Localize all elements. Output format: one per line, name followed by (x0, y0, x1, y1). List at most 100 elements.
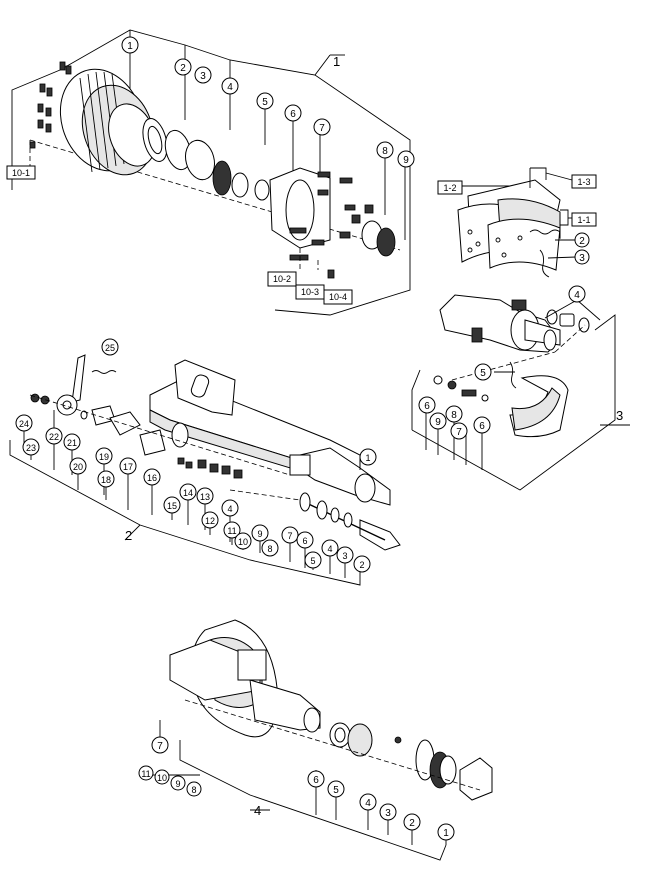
svg-text:1: 1 (127, 41, 133, 52)
svg-text:6: 6 (424, 401, 430, 412)
svg-text:7: 7 (157, 741, 163, 752)
callout-a3-6a: 6 (418, 396, 436, 414)
svg-text:23: 23 (26, 443, 36, 453)
callout-a2-8: 8 (261, 539, 279, 557)
callout-a2-6: 6 (296, 531, 314, 549)
svg-text:4: 4 (327, 544, 332, 554)
svg-text:10-4: 10-4 (329, 292, 347, 302)
svg-text:1-1: 1-1 (577, 215, 590, 225)
callout-a2-10: 10 (234, 532, 252, 550)
svg-text:5: 5 (480, 368, 486, 379)
ref-tag-10-3: 10-3 (295, 284, 325, 300)
svg-text:19: 19 (99, 452, 109, 462)
wheel-studs (29, 61, 72, 149)
svg-text:2: 2 (359, 560, 364, 570)
svg-text:18: 18 (101, 475, 111, 485)
svg-text:6: 6 (313, 775, 319, 786)
svg-text:11: 11 (227, 526, 236, 536)
svg-text:8: 8 (267, 544, 272, 554)
ref-tag-10-4: 10-4 (323, 289, 353, 305)
assembly-3-brake: 1-2 1-3 1-1 2 3 (411, 167, 630, 491)
svg-text:13: 13 (200, 492, 210, 502)
assembly-4-spindle: 4 11 10 9 8 7 6 5 4 3 2 1 (138, 619, 493, 861)
callout-a3-3: 3 (574, 249, 590, 265)
svg-text:22: 22 (49, 432, 59, 442)
svg-text:10-3: 10-3 (301, 287, 319, 297)
svg-text:11: 11 (141, 769, 150, 779)
ref-tag-1-3: 1-3 (571, 174, 597, 189)
ref-tag-1-2: 1-2 (437, 180, 463, 195)
callout-a1-7: 7 (313, 118, 331, 136)
callout-a2-1: 1 (359, 448, 377, 466)
callout-a3-6b: 6 (473, 416, 491, 434)
svg-text:14: 14 (183, 488, 193, 498)
callout-a1-9: 9 (397, 150, 415, 168)
svg-text:3: 3 (200, 71, 206, 82)
svg-text:16: 16 (147, 473, 157, 483)
svg-text:21: 21 (67, 438, 77, 448)
callout-a2-23: 23 (22, 438, 40, 456)
callout-a4-11: 11 (138, 765, 154, 781)
svg-text:9: 9 (435, 417, 441, 428)
callout-a2-19: 19 (95, 447, 113, 465)
callout-a2-3: 3 (336, 546, 354, 564)
callout-a2-18: 18 (97, 470, 115, 488)
svg-text:8: 8 (191, 785, 196, 795)
callout-a2-7: 7 (281, 526, 299, 544)
callout-a2-20: 20 (69, 457, 87, 475)
callout-a2-16: 16 (143, 468, 161, 486)
callout-a2-13: 13 (196, 487, 214, 505)
callout-a2-11: 11 (223, 521, 241, 539)
svg-text:9: 9 (257, 529, 262, 539)
svg-text:10: 10 (157, 773, 167, 783)
assembly-4-label: 4 (254, 803, 261, 818)
hub-bolts (289, 171, 374, 279)
callout-a4-8: 8 (186, 781, 202, 797)
svg-text:5: 5 (333, 785, 339, 796)
callout-a2-2: 2 (353, 555, 371, 573)
callout-a2-5: 5 (304, 551, 322, 569)
ref-tag-10-2: 10-2 (267, 271, 297, 287)
svg-text:4: 4 (227, 82, 233, 93)
svg-text:7: 7 (456, 427, 462, 438)
svg-text:9: 9 (175, 779, 180, 789)
svg-text:4: 4 (227, 504, 232, 514)
svg-text:8: 8 (382, 146, 388, 157)
svg-text:10-1: 10-1 (12, 168, 30, 178)
callout-a1-8: 8 (376, 141, 394, 159)
callout-a1-1: 1 (121, 36, 139, 54)
callout-a3-9: 9 (429, 412, 447, 430)
assembly-1-label: 1 (333, 54, 340, 69)
svg-text:3: 3 (385, 808, 391, 819)
callout-a3-2: 2 (574, 232, 590, 248)
callout-a2-21: 21 (63, 433, 81, 451)
callout-a2-14: 14 (179, 483, 197, 501)
svg-text:24: 24 (19, 419, 29, 429)
svg-text:2: 2 (180, 63, 186, 74)
callout-a2-4a: 4 (221, 499, 239, 517)
callout-a4-9: 9 (170, 775, 186, 791)
svg-text:8: 8 (451, 410, 457, 421)
callout-a1-3: 3 (194, 66, 212, 84)
callout-a4-7: 7 (151, 736, 169, 754)
svg-text:4: 4 (574, 290, 580, 301)
ref-tag-10-1: 10-1 (6, 165, 36, 180)
svg-text:7: 7 (319, 123, 325, 134)
svg-text:6: 6 (302, 536, 307, 546)
assembly-2-label: 2 (125, 528, 132, 543)
svg-text:4: 4 (365, 798, 371, 809)
svg-text:2: 2 (579, 236, 585, 247)
callout-a1-5: 5 (256, 92, 274, 110)
svg-text:10: 10 (238, 537, 248, 547)
svg-text:10-2: 10-2 (273, 274, 291, 284)
svg-text:7: 7 (287, 531, 292, 541)
callout-a2-24: 24 (15, 414, 33, 432)
callout-a4-1: 1 (437, 823, 455, 841)
callout-a2-25: 25 (101, 338, 119, 356)
callout-a3-7: 7 (450, 422, 468, 440)
svg-text:1-3: 1-3 (577, 177, 590, 187)
svg-text:9: 9 (403, 155, 409, 166)
assembly-1-hub-drum: 10-1 10-2 10-3 10-4 1 1 2 3 4 5 6 7 8 9 (6, 29, 415, 316)
callout-a1-2: 2 (174, 58, 192, 76)
